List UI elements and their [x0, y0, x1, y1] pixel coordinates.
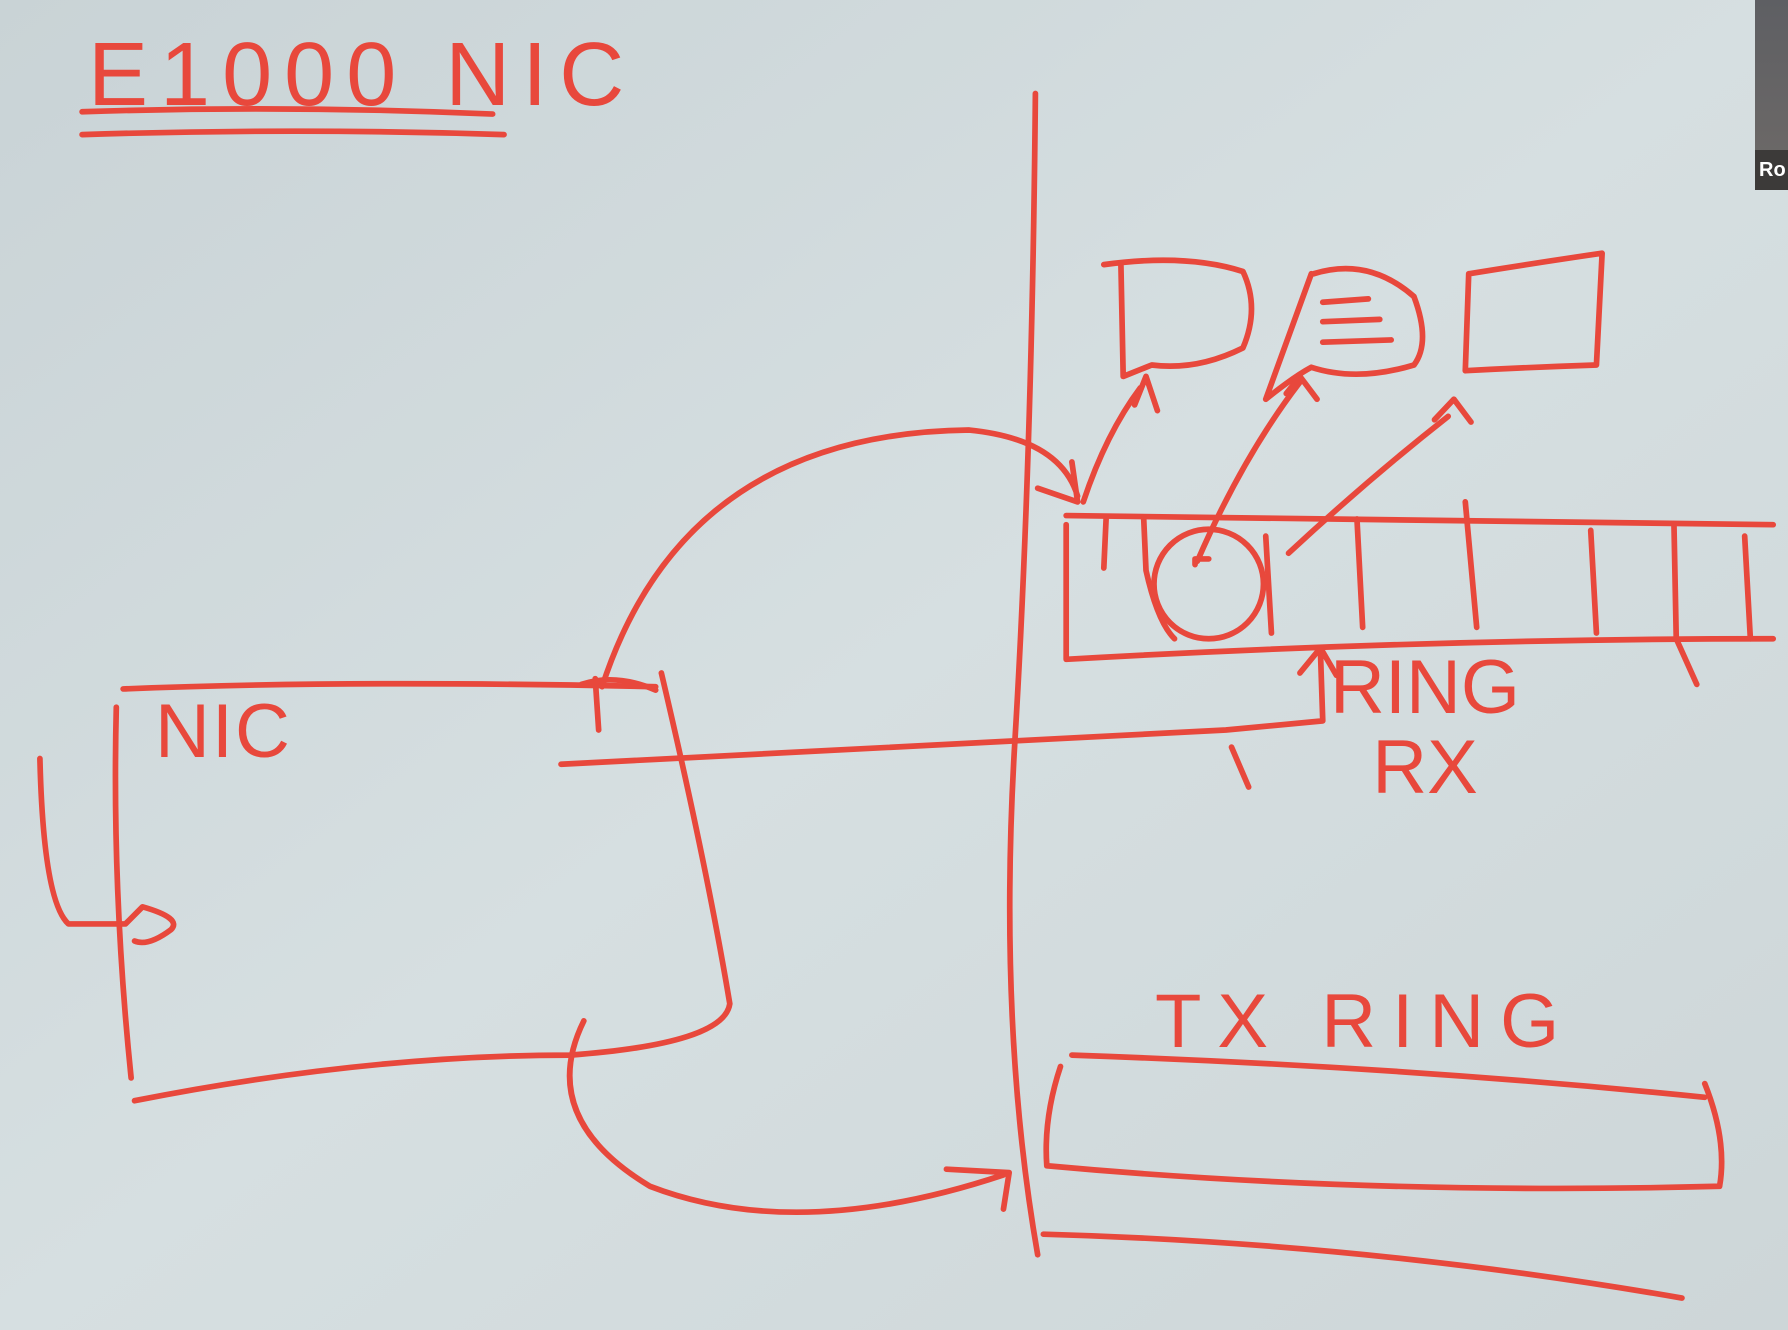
nic-label: NIC [155, 689, 292, 774]
rx-ring-label: RING RX [1330, 645, 1520, 810]
participant-name: Ro [1755, 150, 1788, 190]
rx-ring [1063, 499, 1777, 688]
dma-arc-rx [599, 427, 1081, 690]
title-underline [79, 105, 507, 138]
memory-divider-line [1006, 90, 1041, 1258]
tx-ring-label: TX RING [1155, 979, 1576, 1064]
nic-box [37, 670, 733, 1104]
diagram-title: E1000 NIC [88, 25, 637, 125]
packet-buffers [1080, 250, 1605, 565]
participant-video-tile[interactable]: Ro [1755, 0, 1788, 190]
tx-ring [1040, 1052, 1725, 1301]
dma-arc-tx [566, 1018, 1013, 1216]
